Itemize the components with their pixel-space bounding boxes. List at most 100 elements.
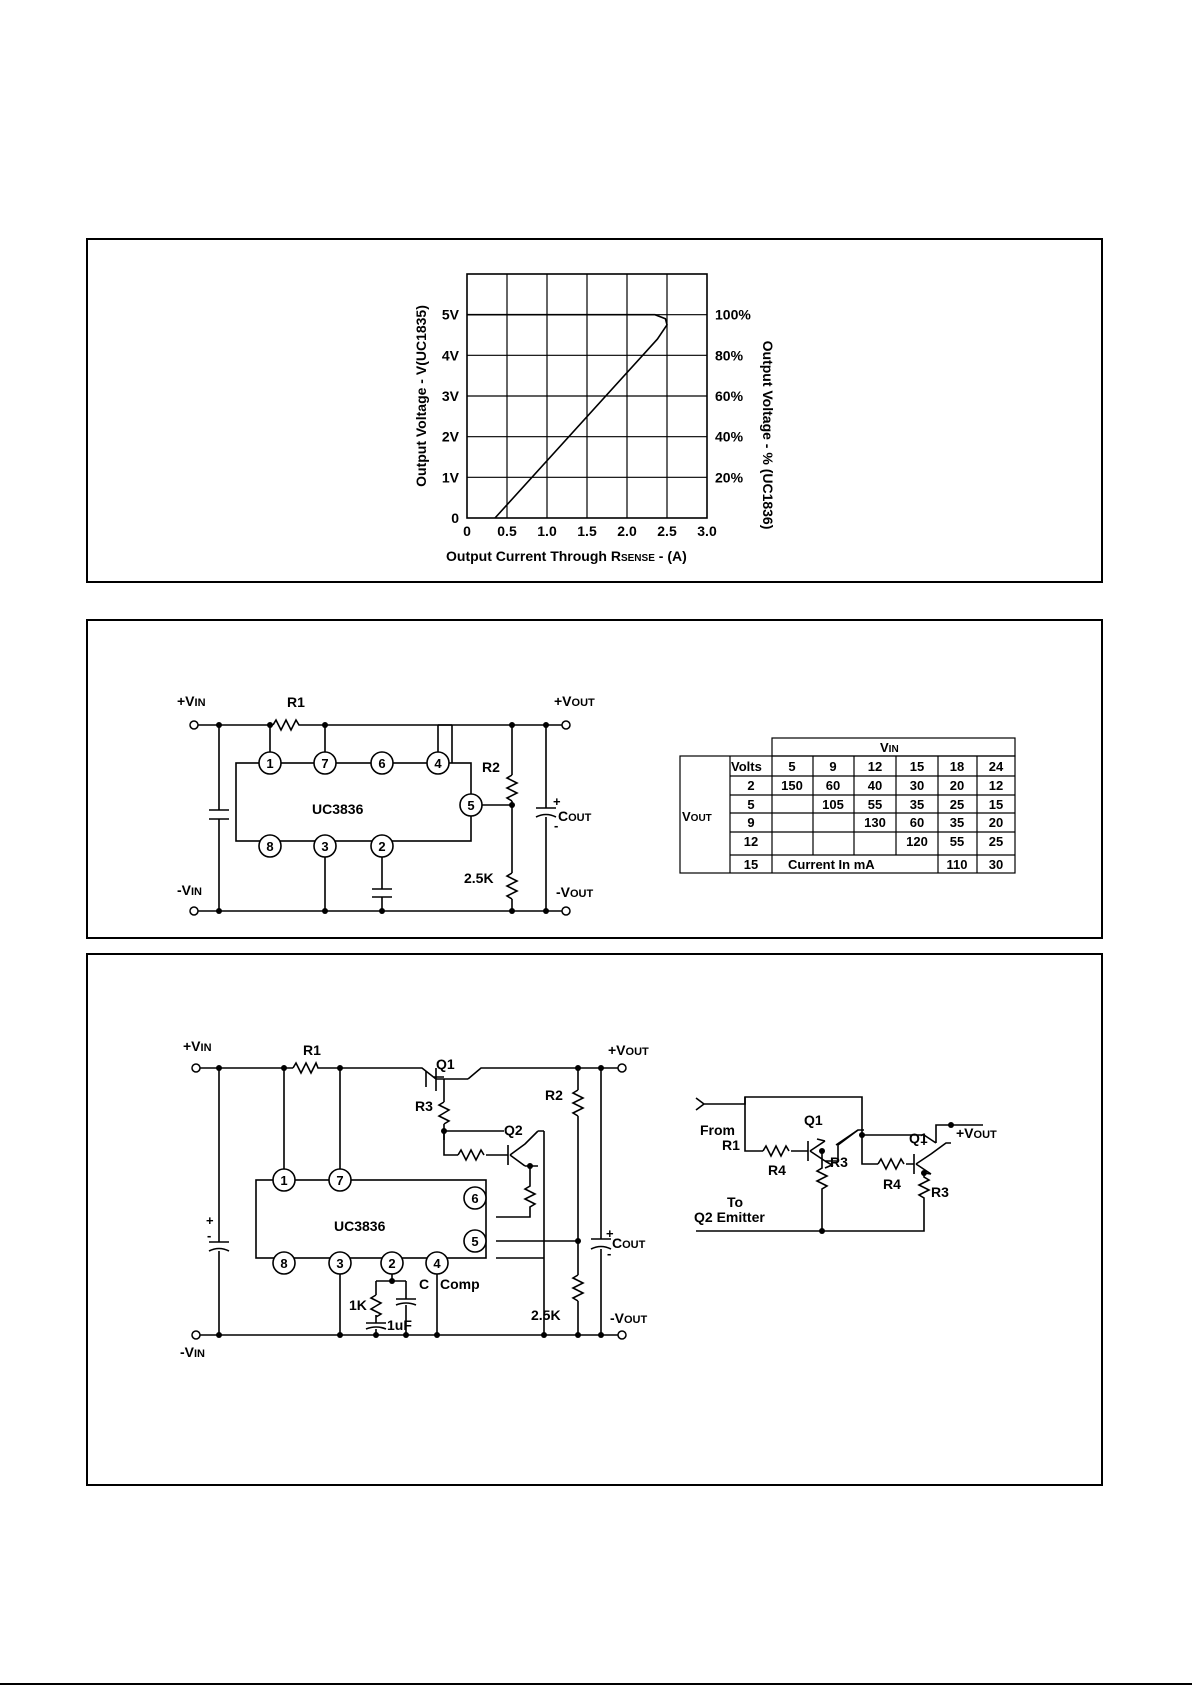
x-tick-label: 1.0 bbox=[537, 523, 557, 539]
resistor-2-5k bbox=[505, 872, 519, 900]
svg-text:8: 8 bbox=[280, 1256, 287, 1271]
r4-resistor-b bbox=[877, 1157, 905, 1171]
input-capacitor bbox=[209, 725, 229, 911]
vin-neg-label: -VIN bbox=[177, 882, 202, 898]
chart-x-axis-label: Output Current Through RSENSE - (A) bbox=[446, 548, 687, 564]
to-q2-emitter-label: Q2 Emitter bbox=[694, 1209, 765, 1225]
y-tick-label-left: 2V bbox=[442, 429, 460, 445]
r4-label-a: R4 bbox=[768, 1162, 786, 1178]
chart-y-ticks-right: 20%40%60%80%100% bbox=[715, 307, 751, 486]
y-tick-label-left: 4V bbox=[442, 347, 460, 363]
svg-text:+: + bbox=[553, 794, 561, 809]
y-tick-label-right: 100% bbox=[715, 307, 751, 323]
table-cell: 105 bbox=[822, 797, 844, 812]
table-cell: 30 bbox=[910, 778, 924, 793]
chart-grid bbox=[466, 273, 708, 519]
table-cell: 25 bbox=[989, 834, 1003, 849]
cout-label: COUT bbox=[558, 808, 592, 824]
table-cell: 130 bbox=[864, 815, 886, 830]
ic-pin-7: 7 bbox=[313, 751, 337, 775]
table-cell: 20 bbox=[950, 778, 964, 793]
vin-neg-terminal bbox=[189, 906, 199, 916]
svg-text:2: 2 bbox=[378, 839, 385, 854]
svg-text:-: - bbox=[207, 1228, 211, 1243]
series-line bbox=[467, 313, 668, 519]
svg-text:1: 1 bbox=[280, 1173, 287, 1188]
y-tick-label-left: 0 bbox=[451, 510, 459, 526]
q1-label-a: Q1 bbox=[804, 1112, 823, 1128]
table-volts-header: Volts bbox=[731, 759, 762, 774]
table-cell: 35 bbox=[950, 815, 964, 830]
ic-pin-6: 6 bbox=[370, 751, 394, 775]
svg-text:5: 5 bbox=[471, 1234, 478, 1249]
table-col-header: 15 bbox=[910, 759, 924, 774]
ic2-pin-8: 8 bbox=[272, 1251, 296, 1275]
ic-name: UC3836 bbox=[312, 801, 364, 817]
table-col-header: 5 bbox=[788, 759, 795, 774]
table-col-header: 9 bbox=[829, 759, 836, 774]
x-tick-label: 2.5 bbox=[657, 523, 677, 539]
comp-capacitor bbox=[395, 1281, 417, 1335]
vout-neg-terminal bbox=[561, 906, 571, 916]
vin-pos-label: +VIN bbox=[177, 693, 206, 709]
y-tick-label-right: 40% bbox=[715, 429, 744, 445]
svg-text:+: + bbox=[206, 1213, 214, 1228]
uc3836-basic-circuit: 1 7 6 4 5 8 3 2 +VIN -VIN +VOUT -VOUT R1… bbox=[177, 693, 1016, 916]
comp-label: Comp bbox=[440, 1276, 480, 1292]
table-vout-label: VOUT bbox=[682, 809, 712, 824]
table-row-vout: 9 bbox=[747, 815, 754, 830]
vin-pos-terminal-2 bbox=[191, 1063, 201, 1073]
svg-text:8: 8 bbox=[266, 839, 273, 854]
table-cell: 55 bbox=[950, 834, 964, 849]
table-col-header: 18 bbox=[950, 759, 964, 774]
table-row-vout: 15 bbox=[744, 857, 758, 872]
svg-text:5: 5 bbox=[467, 798, 474, 813]
vout-pos-terminal bbox=[561, 720, 571, 730]
r3-label-2: R3 bbox=[415, 1098, 433, 1114]
alternate-pass-transistor-circuit: From R1 Q1 Q1 R4 R4 R3 R3 +VOUT To Q2 Em… bbox=[694, 1096, 997, 1234]
svg-text:3: 3 bbox=[336, 1256, 343, 1271]
ic2-pin-5: 5 bbox=[463, 1229, 487, 1253]
ic2-pin-2: 2 bbox=[380, 1251, 404, 1275]
ic2-pin-1: 1 bbox=[272, 1168, 296, 1192]
y-tick-label-left: 1V bbox=[442, 469, 460, 485]
ic-pin-8: 8 bbox=[258, 834, 282, 858]
ic2-pin-7: 7 bbox=[328, 1168, 352, 1192]
from-label: From bbox=[700, 1122, 735, 1138]
table-cell: 25 bbox=[950, 797, 964, 812]
svg-text:-: - bbox=[554, 818, 558, 833]
chart-y-axis-label-right: Output Voltage - % (UC1836) bbox=[760, 341, 776, 530]
q2-transistor bbox=[507, 1130, 544, 1167]
svg-text:3: 3 bbox=[321, 839, 328, 854]
c1uf-label: 1uF bbox=[387, 1317, 412, 1333]
r1k-label: 1K bbox=[349, 1297, 367, 1313]
ic-pin-2: 2 bbox=[370, 834, 394, 858]
r3-label-b: R3 bbox=[931, 1184, 949, 1200]
chart-y-axis-label-left: Output Voltage - V(UC1835) bbox=[413, 305, 429, 487]
table-row-vout: 2 bbox=[747, 778, 754, 793]
r2-resistor bbox=[505, 774, 519, 802]
r1-resistor bbox=[292, 1061, 321, 1075]
cout-label-2: COUT bbox=[612, 1235, 646, 1251]
r4-resistor-a bbox=[762, 1144, 790, 1158]
svg-text:6: 6 bbox=[378, 756, 385, 771]
vout-neg-label: -VOUT bbox=[556, 884, 594, 900]
q1-label-b: Q1 bbox=[909, 1130, 928, 1146]
x-tick-label: 0 bbox=[463, 523, 471, 539]
chart-series bbox=[467, 313, 668, 519]
vout-label-c3: +VOUT bbox=[956, 1125, 997, 1141]
x-tick-label: 2.0 bbox=[617, 523, 637, 539]
r4-resistor-c2 bbox=[457, 1148, 485, 1162]
svg-text:1: 1 bbox=[266, 756, 273, 771]
circuit-panel-2: 1 7 6 5 8 3 2 4 +VIN -VIN +VOUT -VOUT R1… bbox=[86, 953, 1103, 1486]
ic-pin-3: 3 bbox=[313, 834, 337, 858]
ic-pin-5: 5 bbox=[459, 793, 483, 817]
ic-pin-4: 4 bbox=[426, 751, 450, 775]
vout-pos-label: +VOUT bbox=[554, 693, 595, 709]
svg-text:6: 6 bbox=[471, 1191, 478, 1206]
x-tick-label: 0.5 bbox=[497, 523, 517, 539]
ic-name-2: UC3836 bbox=[334, 1218, 386, 1234]
